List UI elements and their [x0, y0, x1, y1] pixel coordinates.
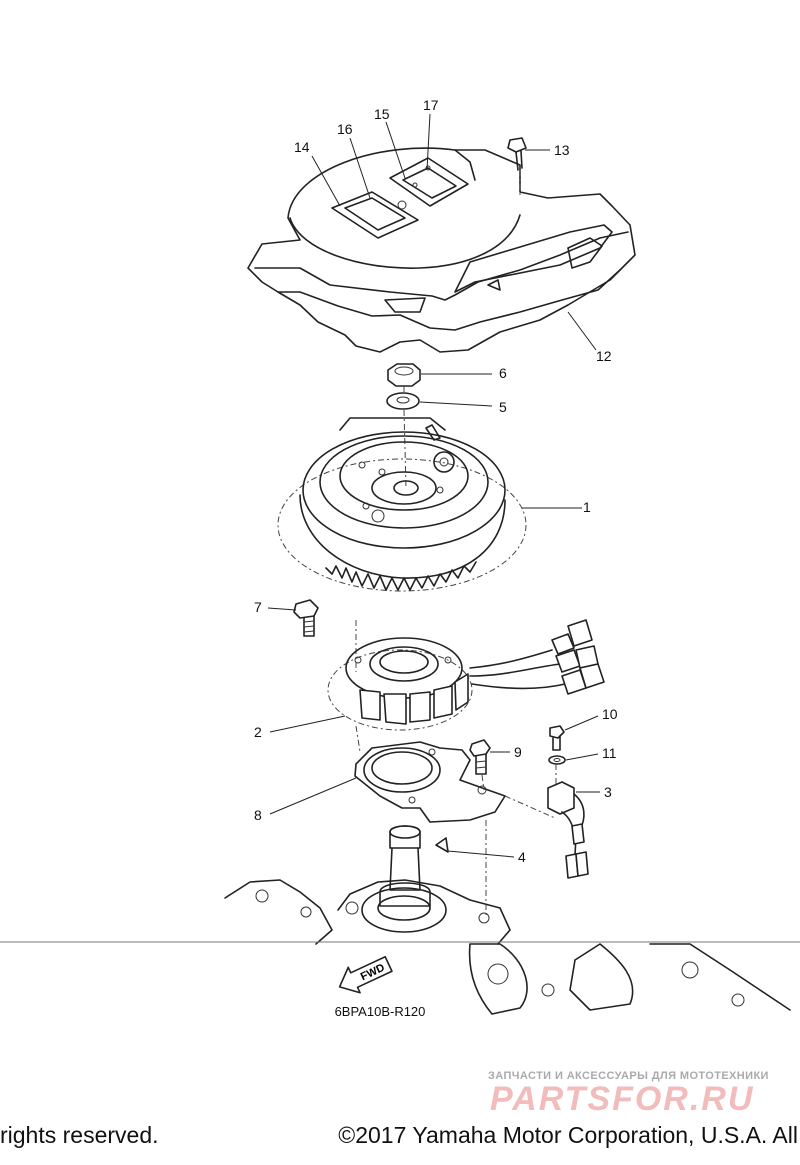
bolt-9	[469, 739, 491, 791]
callout-numbers: 1 2 3 4 5 6 7 8 9 10 11 12 13 14 15 16 1…	[254, 97, 618, 865]
washer-11	[548, 755, 566, 765]
watermark-tagline: ЗАПЧАСТИ И АКСЕССУАРЫ ДЛЯ МОТОТЕХНИКИ	[488, 1070, 769, 1082]
bolt-10	[549, 725, 565, 751]
crankshaft	[379, 825, 431, 907]
copyright-right: ©2017 Yamaha Motor Corporation, U.S.A. A…	[338, 1122, 798, 1148]
callout-6: 6	[499, 365, 507, 381]
crankcase	[0, 879, 800, 1015]
pulser-coil-3	[547, 781, 589, 879]
callout-16: 16	[337, 121, 353, 137]
leader-lines	[267, 113, 600, 858]
callout-11: 11	[602, 745, 617, 761]
flywheel-1	[277, 417, 527, 592]
stator-base-8	[354, 741, 506, 823]
watermark-brand: PARTSFOR.RU	[490, 1080, 755, 1118]
callout-2: 2	[254, 724, 262, 740]
bolt-7	[293, 599, 319, 637]
callout-3: 3	[604, 784, 612, 800]
callout-5: 5	[499, 399, 507, 415]
woodruff-key-4	[435, 837, 449, 853]
copyright-left: rights reserved.	[0, 1122, 159, 1148]
callout-1: 1	[583, 499, 591, 515]
stator-2	[327, 619, 605, 731]
callout-12: 12	[596, 348, 612, 364]
callout-9: 9	[514, 744, 522, 760]
callout-15: 15	[374, 106, 390, 122]
callout-10: 10	[602, 706, 618, 722]
callout-7: 7	[254, 599, 262, 615]
callout-17: 17	[423, 97, 439, 113]
callout-13: 13	[554, 142, 570, 158]
fwd-arrow: FWD	[338, 955, 393, 994]
diagram-code: 6BPA10B-R120	[334, 1004, 426, 1019]
nut-6	[387, 363, 421, 387]
washer-5	[386, 392, 420, 410]
callout-8: 8	[254, 807, 262, 823]
callout-14: 14	[294, 139, 310, 155]
flywheel-cover-12	[247, 137, 636, 353]
callout-4: 4	[518, 849, 526, 865]
